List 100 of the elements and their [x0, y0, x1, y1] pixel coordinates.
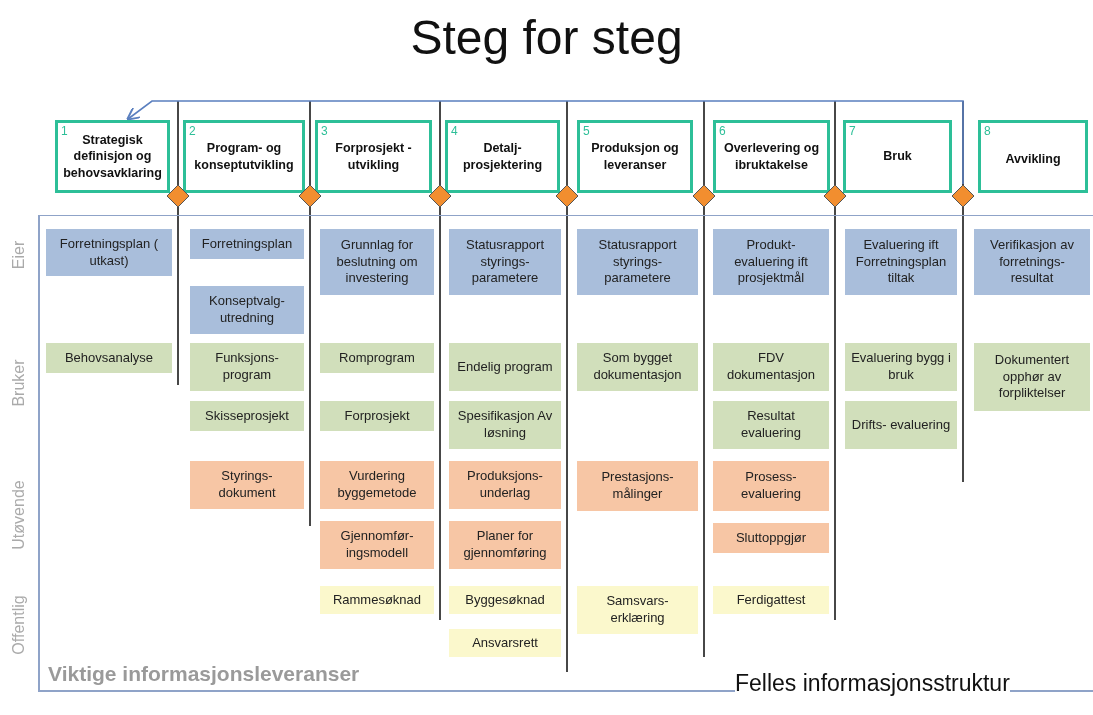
- deliverable-text: Byggesøknad: [464, 591, 546, 609]
- deliverable-text: Gjennomfør- ingsmodell: [339, 528, 415, 562]
- deliverable-text: Sluttoppgjør: [734, 529, 808, 547]
- milestone-diamond: [692, 184, 716, 208]
- deliverable-text: Evaluering bygg i bruk: [850, 350, 952, 384]
- deliverable-box: [713, 343, 829, 391]
- deliverable-box: [190, 286, 304, 334]
- deliverable-text: Behovsanalyse: [63, 349, 155, 367]
- phase-title: Avvikling: [1004, 151, 1062, 168]
- deliverable-text: Samsvars- erklæring: [605, 593, 670, 627]
- milestone-diamond: [298, 184, 322, 208]
- deliverable-box: [713, 229, 829, 295]
- deliverable-box: [974, 229, 1090, 295]
- milestone-diamond: [166, 184, 190, 208]
- phase-box: [445, 120, 560, 193]
- deliverable-text: Konseptvalg- utredning: [208, 293, 286, 327]
- phase-box: [577, 120, 693, 193]
- deliverable-box: [449, 401, 561, 449]
- deliverable-text: Forprosjekt: [343, 407, 411, 425]
- deliverable-text: Evaluering ift Forretningsplan tiltak: [854, 236, 948, 288]
- deliverable-box: [713, 523, 829, 553]
- milestone-diamond: [555, 184, 579, 208]
- deliverable-text: Statusrapport styrings- parametere: [597, 236, 678, 288]
- milestone-diamond: [428, 184, 452, 208]
- row-label: Offentlig: [10, 594, 28, 657]
- phase-title: Forprosjekt - utvikling: [334, 140, 413, 173]
- step-number: 4: [451, 124, 458, 138]
- deliverable-box: [974, 343, 1090, 411]
- deliverable-text: Dokumentert opphør av forpliktelser: [993, 351, 1071, 403]
- deliverable-box: [190, 343, 304, 391]
- deliverable-text: Planer for gjennomføring: [462, 528, 548, 562]
- phase-box: [843, 120, 952, 193]
- step-number: 5: [583, 124, 590, 138]
- title: Steg for steg: [409, 10, 684, 65]
- deliverable-text: Ansvarsrett: [471, 634, 539, 652]
- deliverable-text: Resultat evaluering: [740, 408, 802, 442]
- milestone-diamond: [951, 184, 975, 208]
- feedback-arrow: [126, 100, 964, 185]
- row-label: Bruker: [10, 358, 28, 409]
- milestone-diamond: [823, 184, 847, 208]
- phase-title: Bruk: [882, 148, 913, 165]
- step-number: 8: [984, 124, 991, 138]
- deliverable-box: [46, 343, 172, 373]
- deliverable-text: Drifts- evaluering: [850, 416, 952, 434]
- deliverable-box: [577, 586, 698, 634]
- deliverable-text: Forretningsplan: [200, 235, 294, 253]
- deliverable-box: [713, 586, 829, 614]
- phase-title: Detalj- prosjektering: [461, 140, 544, 173]
- phase-box: [978, 120, 1088, 193]
- deliverable-text: Forretningsplan ( utkast): [58, 235, 160, 270]
- phase-box: [55, 120, 170, 193]
- phase-box: [713, 120, 830, 193]
- deliverable-box: [190, 461, 304, 509]
- deliverable-text: Som bygget dokumentasjon: [592, 350, 683, 384]
- deliverable-box: [577, 229, 698, 295]
- deliverable-box: [320, 461, 434, 509]
- deliverable-text: FDV dokumentasjon: [725, 350, 817, 384]
- deliverable-text: Rammesøknad: [331, 591, 423, 609]
- deliverable-box: [46, 229, 172, 276]
- deliverable-box: [577, 461, 698, 511]
- deliverable-text: Funksjons- program: [214, 350, 280, 384]
- deliverable-box: [713, 401, 829, 449]
- deliverable-text: Grunnlag for beslutning om investering: [335, 236, 419, 288]
- deliverable-text: Produksjons- underlag: [466, 468, 544, 502]
- footer-text: Felles informasjonsstruktur: [735, 670, 1010, 697]
- row-label: Eier: [10, 239, 28, 272]
- deliverable-box: [320, 521, 434, 569]
- step-number: 3: [321, 124, 328, 138]
- panel-title: Viktige informasjonsleveranser: [48, 662, 360, 686]
- deliverable-text: Verifikasjon av forretnings- resultat: [989, 236, 1075, 288]
- deliverable-box: [713, 461, 829, 511]
- phase-title: Program- og konseptutvikling: [193, 140, 295, 173]
- phase-box: [183, 120, 305, 193]
- deliverable-box: [190, 229, 304, 259]
- phase-title: Produksjon og leveranser: [590, 140, 680, 173]
- deliverable-text: Prestasjons- målinger: [600, 469, 675, 503]
- step-number: 1: [61, 124, 68, 138]
- deliverable-box: [845, 343, 957, 391]
- deliverable-box: [449, 629, 561, 657]
- phase-title: Overlevering og ibruktakelse: [722, 140, 821, 173]
- deliverable-text: Endelig program: [456, 358, 554, 376]
- deliverable-text: Skisseprosjekt: [204, 407, 290, 425]
- step-number: 6: [719, 124, 726, 138]
- deliverable-box: [449, 521, 561, 569]
- deliverable-box: [845, 229, 957, 295]
- deliverable-text: Prosess- evaluering: [740, 469, 802, 503]
- deliverable-text: Ferdigattest: [735, 591, 807, 609]
- deliverable-text: Spesifikasjon Av løsning: [456, 408, 554, 442]
- row-label: Utøvende: [10, 479, 28, 552]
- deliverable-box: [577, 343, 698, 391]
- deliverable-box: [190, 401, 304, 431]
- deliverable-box: [320, 343, 434, 373]
- deliverable-box: [449, 229, 561, 295]
- deliverable-box: [449, 343, 561, 391]
- step-number: 2: [189, 124, 196, 138]
- deliverable-text: Statusrapport styrings- parametere: [464, 236, 545, 288]
- step-number: 7: [849, 124, 856, 138]
- deliverable-box: [449, 586, 561, 614]
- deliverable-box: [320, 401, 434, 431]
- deliverable-text: Styrings- dokument: [217, 468, 277, 502]
